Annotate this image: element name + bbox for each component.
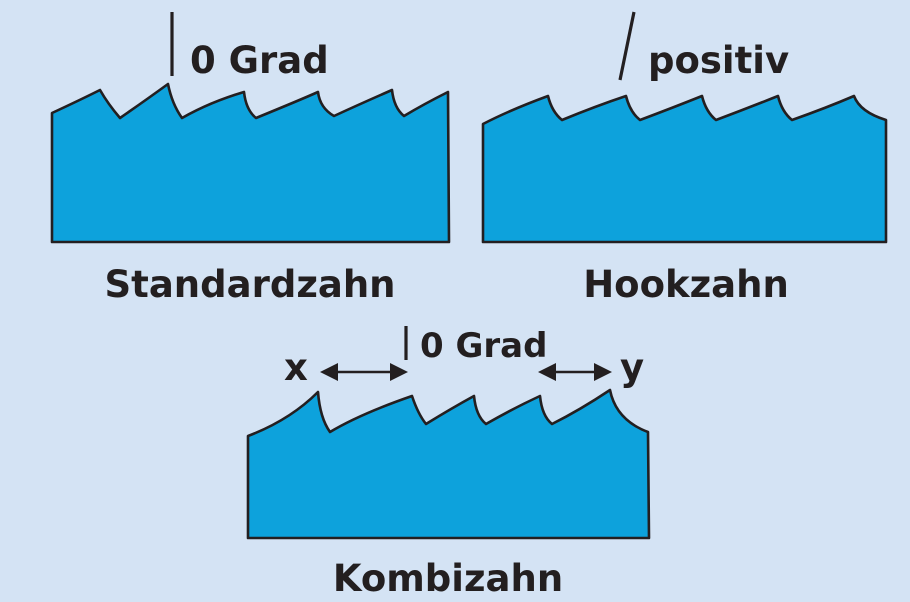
hook-blade [481,94,888,244]
combo-name-label: Kombizahn [333,557,563,600]
hook-tooth-group: positiv Hookzahn [481,11,888,306]
combo-left-mark: x [284,346,308,389]
hook-angle-label: positiv [648,39,789,82]
combo-right-double-arrow [538,363,612,381]
standard-name-label: Standardzahn [104,263,395,306]
combo-blade [246,388,651,540]
standard-blade [50,82,451,244]
standard-tooth-group: 0 Grad Standardzahn [50,12,451,306]
combo-angle-label: 0 Grad [420,326,547,366]
combo-tooth-group: 0 Grad x y Kombizahn [246,326,651,600]
hook-positive-angle-marker [618,11,636,81]
combo-left-double-arrow [320,363,408,381]
hook-name-label: Hookzahn [583,263,789,306]
combo-right-mark: y [620,346,644,389]
standard-angle-label: 0 Grad [190,39,329,82]
